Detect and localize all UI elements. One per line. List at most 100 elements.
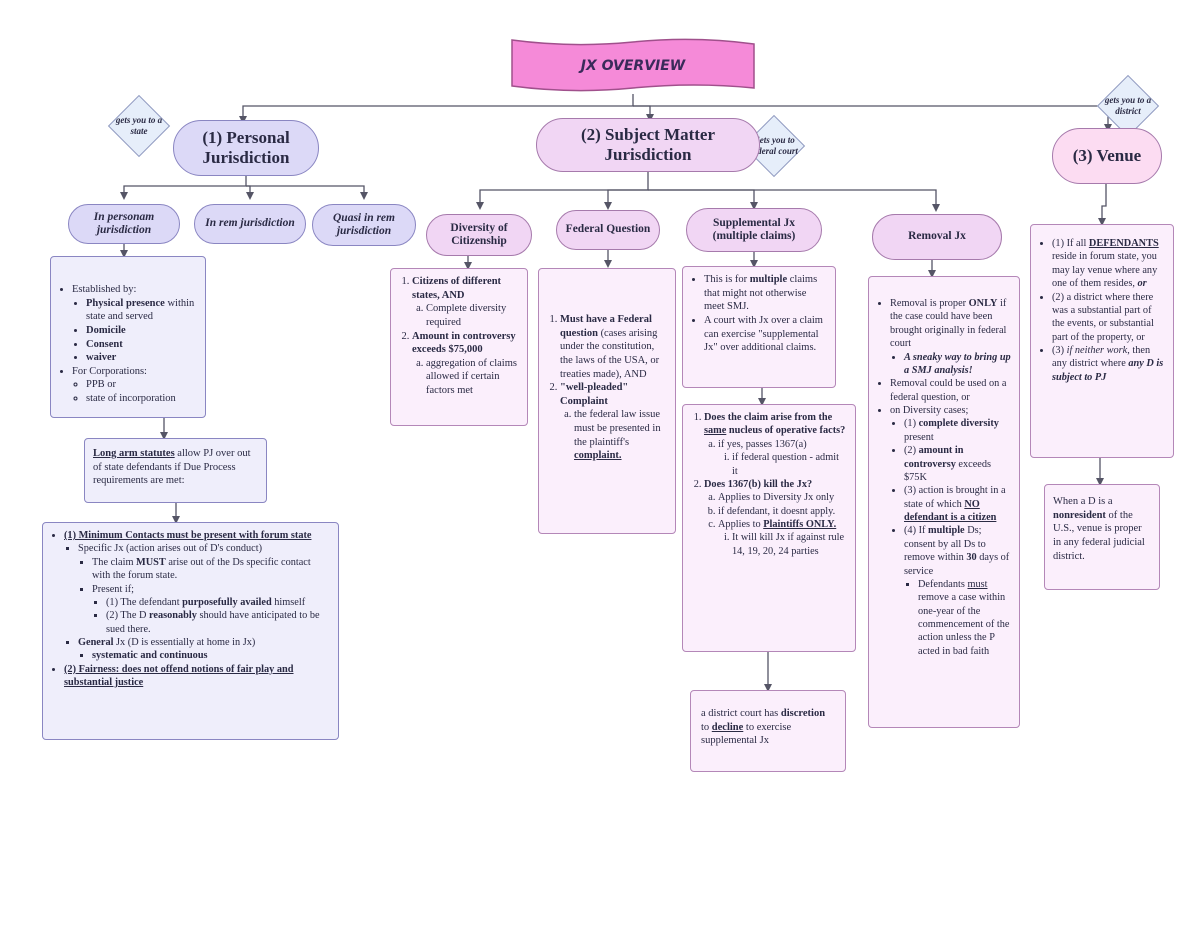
quasi-label: Quasi in rem jurisdiction	[333, 211, 395, 237]
fq-i2a-a: the federal law issue must be presented …	[574, 409, 661, 448]
mc-p1c: himself	[271, 596, 306, 608]
rem-c4b: multiple	[928, 525, 965, 537]
rem-b2: Removal could be used on a federal quest…	[890, 378, 1007, 403]
rem-c4sub-a: Defendants	[918, 578, 968, 590]
pj-node: (1) Personal Jurisdiction	[173, 120, 319, 176]
removal-title: Removal Jx	[908, 230, 966, 243]
mc-specific: Specific Jx (action arises out of D's co…	[78, 543, 263, 555]
disc-e: to exercise supplemental Jx	[701, 721, 792, 747]
disc-b: discretion	[780, 708, 826, 719]
supp-q1c: nucleus of operative facts?	[726, 425, 846, 437]
disc-d: decline	[711, 721, 744, 733]
mc-claim-a: The claim	[92, 556, 137, 568]
rem-c2a: (2)	[904, 445, 919, 457]
ven-v2b: substantial part of the events, or subst…	[1052, 304, 1154, 343]
mc-line-1: (1) Minimum Contacts must be present wit…	[64, 530, 312, 541]
supp-b1a: This is for	[704, 274, 750, 285]
mc-p1a: (1) The defendant	[106, 596, 183, 608]
note-diamond-venue: gets you to a district	[1096, 74, 1160, 138]
rem-c3a: (3) action is brought in a state of whic…	[904, 485, 1006, 510]
rem-c2c: exceeds $75K	[904, 458, 992, 483]
rem-c2b: amount in controversy	[904, 445, 964, 470]
corp-head: For Corporations:	[72, 365, 147, 377]
supp-q2-b: if defendant, it doesnt apply.	[718, 505, 836, 517]
venue-node: (3) Venue	[1052, 128, 1162, 184]
disc-c: to	[701, 721, 712, 733]
supp-q1a: Does the claim arise from the	[704, 412, 833, 423]
rem-b1a: Removal is proper	[890, 298, 969, 309]
pj-title: (1) Personal Jurisdiction	[202, 128, 290, 167]
corp-ppb: PPB or	[86, 379, 117, 391]
established-head: Established by:	[72, 284, 137, 295]
note-diamond-pj: gets you to a state	[107, 94, 171, 158]
supp-q1-ai: if federal question - admit it	[732, 452, 839, 477]
removal-box: Removal is proper ONLY if the case could…	[868, 276, 1020, 728]
supp-q1-a: if yes, passes 1367(a)	[718, 438, 807, 450]
ven-v3c: , then any district where	[1052, 345, 1151, 370]
rem-c4e: days of service	[904, 552, 1010, 577]
quasi-node: Quasi in rem jurisdiction	[312, 204, 416, 246]
title-banner: JX OVERVIEW	[510, 38, 756, 94]
rem-b1c: if the case could have been brought orig…	[890, 298, 1007, 350]
supp-q2: Does 1367(b) kill the Jx?	[704, 478, 813, 490]
supp-b2: A court with Jx over a claim can exercis…	[704, 314, 823, 354]
in-personam-node: In personam jurisdiction	[68, 204, 180, 244]
rem-c4sub-c: remove a case within one-year of the com…	[918, 592, 1010, 657]
in-personam-label: In personam jurisdiction	[93, 210, 155, 236]
note-pj-text: gets you to a state	[115, 115, 163, 136]
page-title: JX OVERVIEW	[580, 58, 686, 74]
ven-v1b: DEFENDANTS	[1088, 238, 1159, 249]
rem-b3: on Diversity cases;	[890, 405, 969, 416]
mc-claim-c: arise out of the Ds specific contact wit…	[92, 556, 311, 582]
ven-v2c: , or	[1131, 331, 1145, 343]
in-rem-label: In rem jurisdiction	[205, 217, 295, 230]
smj-title: (2) Subject Matter Jurisdiction	[580, 125, 716, 164]
supp-title: Supplemental Jx (multiple claims)	[712, 216, 796, 242]
div-i2a: aggregation of claims allowed if certain…	[426, 357, 517, 397]
rem-c4sub-b: must	[967, 578, 988, 590]
mc-systematic: systematic and continuous	[92, 650, 208, 662]
rem-c4d: 30	[966, 552, 977, 564]
est-item-within: within state and served	[86, 297, 195, 323]
nr-b: nonresident	[1053, 509, 1106, 521]
corp-state: state of incorporation	[86, 393, 176, 405]
mc-p2c: should have anticipated to be sued there…	[106, 610, 320, 635]
rem-b1sub: A sneaky way to bring up a SMJ analysis!	[904, 351, 1011, 376]
removal-node: Removal Jx	[872, 214, 1002, 260]
supp-q2-a: Applies to Diversity Jx only	[718, 492, 835, 504]
fq-i2: "well-pleaded" Complaint	[560, 382, 629, 407]
div-i2: Amount in controversy exceeds $75,000	[412, 330, 516, 356]
fq-box: Must have a Federal question (cases aris…	[538, 268, 676, 534]
fq-i2a-b: complaint.	[574, 450, 622, 462]
ven-v3b: if neither work	[1066, 345, 1128, 356]
supp-q2-c-a: Applies to	[718, 519, 764, 530]
venue-box: (1) If all DEFENDANTS reside in forum st…	[1030, 224, 1174, 458]
longarm-term: Long arm statutes	[93, 448, 175, 459]
nr-a: When a D is a	[1053, 496, 1113, 507]
venue-title: (3) Venue	[1072, 146, 1142, 166]
nonresident-box: When a D is a nonresident of the U.S., v…	[1044, 484, 1160, 590]
diversity-title: Diversity of Citizenship	[450, 221, 508, 247]
longarm-box: Long arm statutes allow PJ over out of s…	[84, 438, 267, 503]
smj-node: (2) Subject Matter Jurisdiction	[536, 118, 760, 172]
diversity-node: Diversity of Citizenship	[426, 214, 532, 256]
mc-p2b: reasonably	[149, 610, 197, 622]
supp-b1b: multiple	[749, 274, 788, 285]
mc-p2a: (2) The D	[106, 610, 149, 622]
mc-p1b: purposefully availed	[182, 596, 272, 608]
ven-v1d: or	[1137, 278, 1147, 290]
rem-c4c: Ds; consent by all Ds to remove within	[904, 525, 986, 564]
mc-general-a: General	[78, 637, 114, 648]
supp-node: Supplemental Jx (multiple claims)	[686, 208, 822, 252]
rem-c4a: (4) If	[904, 525, 929, 537]
est-item-domicile: Domicile	[86, 324, 126, 336]
mc-general-b: Jx (D is essentially at home in Jx)	[113, 637, 256, 648]
rem-c1c: present	[904, 431, 934, 443]
supp-q1b: same	[704, 425, 727, 437]
discretion-box: a district court has discretion to decli…	[690, 690, 846, 772]
rem-c1b: complete diversity	[918, 418, 999, 430]
mc-line-2: (2) Fairness: does not offend notions of…	[64, 663, 294, 689]
fq-i1b: (cases arising under the constitution, t…	[560, 327, 660, 380]
supp-q2-c-b: Plaintiffs ONLY.	[763, 519, 837, 530]
supp-box-1: This is for multiple claims that might n…	[682, 266, 836, 388]
